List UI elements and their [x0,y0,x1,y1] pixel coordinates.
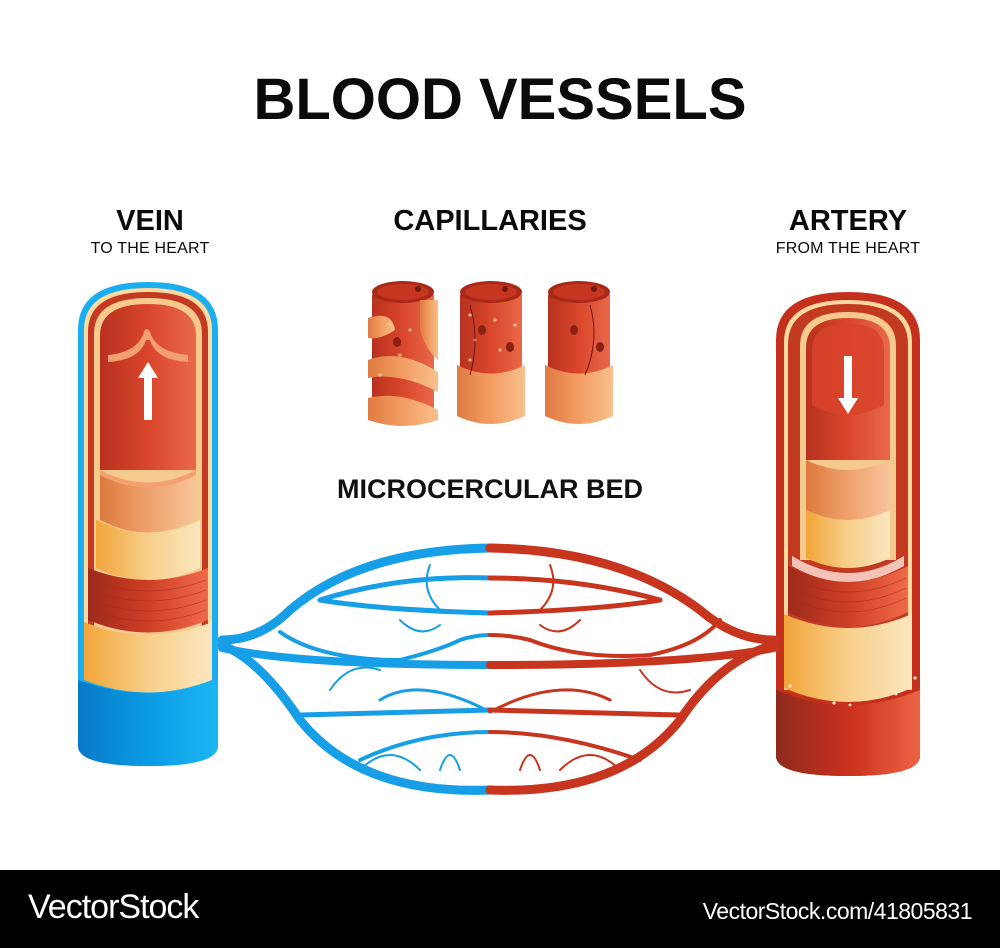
vein-label: VEIN TO THE HEART [60,204,240,260]
blood-vessels-illustration [78,281,920,795]
microcircular-bed-network [217,543,779,795]
capillary-1 [368,281,438,426]
artery-subtitle: FROM THE HEART [775,240,921,257]
artery-cross-section [776,292,920,776]
footer-reference: VectorStock.com/41805831 [702,898,973,924]
footer-brand: VectorStock [28,888,199,926]
arrow-down-icon [838,356,858,414]
arrow-up-icon [138,362,158,420]
vein-cross-section [78,282,218,766]
artery-title: ARTERY [788,205,908,237]
capillary-3 [545,281,613,424]
artery-label: ARTERY FROM THE HEART [748,204,948,260]
capillary-2 [457,281,525,424]
capillaries-label: CAPILLARIES [340,204,640,238]
page-title: BLOOD VESSELS [253,67,747,132]
footer-bar: VectorStock VectorStock.com/41805831 [0,870,1000,948]
capillaries-title: CAPILLARIES [393,205,587,237]
vein-title: VEIN [116,205,184,237]
vein-subtitle: TO THE HEART [90,240,210,257]
microcircular-bed-label: MICROCERCULAR BED [337,474,643,504]
